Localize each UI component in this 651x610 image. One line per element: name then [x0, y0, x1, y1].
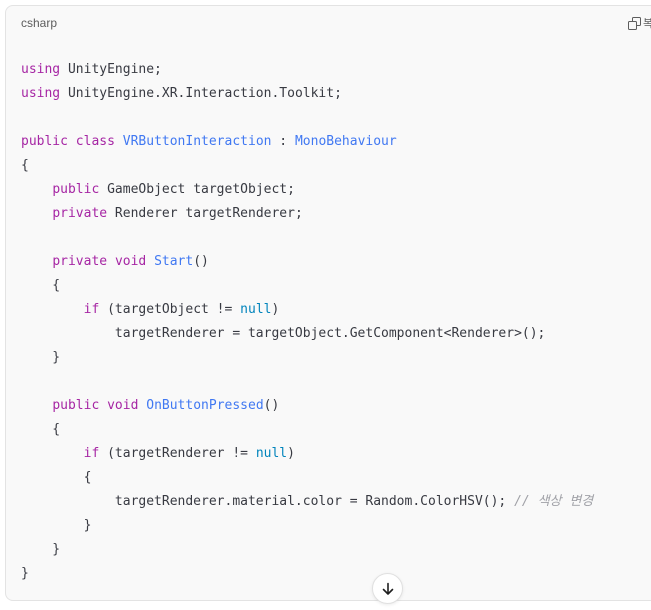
code-line: public void OnButtonPressed() [21, 394, 593, 418]
code-token: class [75, 134, 115, 149]
copy-button[interactable]: 복 [628, 15, 651, 31]
code-token [107, 254, 115, 269]
code-content: using UnityEngine;using UnityEngine.XR.I… [21, 58, 593, 586]
code-token: if [83, 302, 100, 317]
code-line: } [21, 562, 593, 586]
code-line: public GameObject targetObject; [21, 178, 593, 202]
code-token: () [193, 254, 209, 269]
code-token: ) [271, 302, 280, 317]
code-token [21, 302, 84, 317]
code-line: targetRenderer = targetObject.GetCompone… [21, 322, 593, 346]
code-line: targetRenderer.material.color = Random.C… [21, 490, 593, 514]
code-token: } [21, 542, 61, 557]
code-token: public [52, 398, 100, 413]
code-token: public [21, 134, 68, 149]
code-line: public class VRButtonInteraction : MonoB… [21, 130, 593, 154]
code-line: } [21, 514, 593, 538]
code-line: if (targetObject != null) [21, 298, 593, 322]
code-token: } [21, 566, 29, 581]
code-token: void [107, 398, 139, 413]
code-token: using [21, 86, 61, 101]
code-token [21, 206, 52, 221]
code-line: { [21, 274, 593, 298]
code-line: if (targetRenderer != null) [21, 442, 593, 466]
code-line: private void Start() [21, 250, 593, 274]
code-line: private Renderer targetRenderer; [21, 202, 593, 226]
code-token: VRButtonInteraction [122, 134, 272, 149]
code-block: csharp 복 using UnityEngine;using UnityEn… [5, 5, 651, 601]
code-line [21, 226, 593, 250]
code-token: targetRenderer.material.color = Random.C… [21, 494, 515, 509]
code-line [21, 106, 593, 130]
code-token [146, 254, 154, 269]
code-token: : [271, 134, 295, 149]
code-token: Start [154, 254, 194, 269]
code-token: targetRenderer = targetObject.GetCompone… [21, 326, 546, 341]
code-token: (targetRenderer != [99, 446, 256, 461]
code-token: { [21, 470, 92, 485]
code-token: null [255, 446, 288, 461]
code-line: } [21, 346, 593, 370]
arrow-down-icon [382, 582, 393, 595]
code-token: UnityEngine; [60, 62, 162, 77]
code-token [21, 446, 84, 461]
code-token: { [21, 158, 29, 173]
copy-label: 복 [643, 15, 651, 31]
code-token: ) [287, 446, 295, 461]
code-token: OnButtonPressed [146, 398, 264, 413]
code-token: MonoBehaviour [294, 134, 397, 149]
code-token: { [21, 278, 61, 293]
code-token: using [21, 62, 61, 77]
code-token: Renderer targetRenderer; [107, 206, 303, 221]
copy-icon [628, 17, 641, 30]
code-token [21, 254, 52, 269]
code-token: private [52, 254, 108, 269]
code-line [21, 370, 593, 394]
code-token [21, 398, 52, 413]
code-line: { [21, 466, 593, 490]
code-token [99, 398, 107, 413]
code-token [21, 182, 52, 197]
code-token: } [21, 350, 61, 365]
code-token: () [263, 398, 280, 413]
code-token: null [240, 302, 272, 317]
code-token [115, 134, 123, 149]
code-token: public [52, 182, 100, 197]
code-token: { [21, 422, 61, 437]
code-token: private [52, 206, 108, 221]
code-line: } [21, 538, 593, 562]
code-line: { [21, 154, 593, 178]
scroll-to-bottom-button[interactable] [372, 573, 403, 604]
code-line: using UnityEngine.XR.Interaction.Toolkit… [21, 82, 593, 106]
code-token: void [114, 254, 147, 269]
language-label: csharp [21, 16, 58, 30]
code-token: UnityEngine.XR.Interaction.Toolkit; [60, 86, 342, 101]
code-comment: // 색상 변경 [514, 494, 594, 509]
code-token: GameObject targetObject; [99, 182, 295, 197]
code-token: if [83, 446, 100, 461]
code-line: { [21, 418, 593, 442]
code-line: using UnityEngine; [21, 58, 593, 82]
code-token: (targetObject != [99, 302, 241, 317]
code-token: } [21, 518, 92, 533]
code-token [68, 134, 76, 149]
